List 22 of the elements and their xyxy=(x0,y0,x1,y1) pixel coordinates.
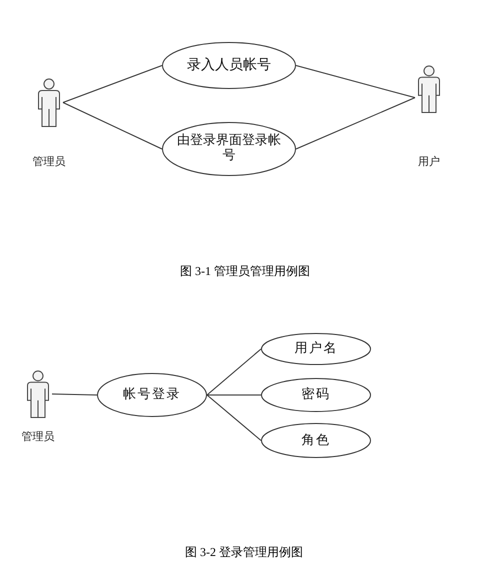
use-case-label: 帐号登录 xyxy=(123,387,181,403)
association-line xyxy=(52,394,98,396)
person-icon xyxy=(24,370,52,418)
actor-label: 管理员 xyxy=(32,155,66,168)
association-line xyxy=(62,65,162,103)
use-case-label: 由登录界面登录帐号 xyxy=(176,134,282,164)
association-line xyxy=(206,348,262,396)
person-icon xyxy=(415,65,443,113)
association-line xyxy=(296,65,416,98)
figure-caption: 图 3-2 登录管理用例图 xyxy=(185,545,303,561)
figure-caption: 图 3-1 管理员管理用例图 xyxy=(180,264,310,280)
use-case-label: 密码 xyxy=(302,387,330,403)
use-case-label: 角色 xyxy=(302,432,330,448)
person-icon xyxy=(35,78,63,127)
association-line xyxy=(206,394,262,396)
association-line xyxy=(296,97,416,150)
association-line xyxy=(206,394,262,441)
actor-label: 管理员 xyxy=(22,430,54,444)
association-line xyxy=(62,102,162,150)
use-case-label: 用户名 xyxy=(294,341,338,357)
actor-label: 用户 xyxy=(418,155,440,168)
use-case-label: 录入人员帐号 xyxy=(187,57,271,74)
